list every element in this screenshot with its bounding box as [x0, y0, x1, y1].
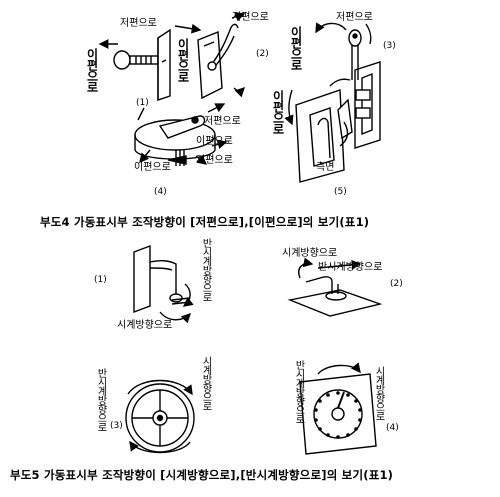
fig4-p2-number: (2) — [256, 49, 269, 59]
fig4-p5-side-label: 측면 — [316, 162, 335, 173]
fig5-panel4-dial-dots — [314, 391, 362, 439]
fig4-panel3-drawing — [315, 22, 381, 149]
fig5-p3-number: (3) — [110, 421, 123, 431]
fig5-p2-number: (2) — [390, 279, 403, 289]
fig4-panel5-drawing — [284, 78, 353, 183]
fig4-p1-number: (1) — [136, 98, 149, 108]
fig4-p5-near-label: 이편으로 — [271, 90, 285, 134]
fig5-p4-number: (4) — [386, 423, 399, 433]
fig5-panel3-drawing — [125, 379, 195, 454]
fig5-p4-cw-label: 시계방향으로 — [373, 366, 384, 420]
fig5-panel1-drawing — [133, 244, 194, 324]
fig4-p4-near-label-left: 이편으로 — [134, 162, 171, 173]
fig4-p3-number: (3) — [383, 41, 396, 51]
fig5-p1-cw-label: 시계방향으로 — [117, 320, 173, 331]
fig4-p2-near-label: 이편으로 — [176, 38, 190, 82]
fig5-p2-cw-label: 시계방향으로 — [282, 248, 338, 259]
fig4-p4-near-label-right: 이편으로 — [196, 136, 233, 147]
fig5-p2-ccw-label: 반시계방향으로 — [318, 262, 383, 273]
fig4-panel2-drawing — [197, 12, 246, 100]
fig5-caption: 부도5 가동표시부 조작방향이 [시계방향으로],[반시계방향으로]의 보기(표… — [10, 468, 394, 482]
fig4-p5-number: (5) — [334, 187, 347, 197]
fig4-p2-far-label: 저편으로 — [232, 12, 269, 23]
fig4-p1-near-label: 이편으로 — [85, 48, 99, 92]
fig4-p3-near-label: 이편으로 — [289, 26, 303, 70]
fig4-panel1-drawing — [98, 23, 202, 101]
fig5-p1-number: (1) — [94, 275, 107, 285]
fig5-panel2-drawing — [287, 257, 383, 317]
fig5-p1-ccw-label: 반시계방향으로 — [200, 238, 211, 301]
fig4-p1-far-label: 저편으로 — [120, 18, 157, 29]
fig4-p4-number: (4) — [154, 187, 167, 197]
fig5-panel4-drawing — [299, 362, 377, 455]
fig5-p3-cw-label: 시계방향으로 — [200, 356, 211, 410]
fig5-p3-ccw-label: 반시계방향으로 — [95, 368, 106, 431]
fig4-panel4-drawing — [134, 103, 228, 166]
fig4-caption: 부도4 가동표시부 조작방향이 [저편으로],[이편으로]의 보기(표1) — [40, 215, 370, 229]
fig4-p4-far-label-top: 저편으로 — [204, 116, 241, 127]
fig4-p3-far-label: 저편으로 — [336, 12, 373, 23]
fig5-p4-ccw-label: 반시계방향으로 — [293, 360, 304, 423]
fig4-p4-far-label-bottom: 저편으로 — [196, 155, 233, 166]
